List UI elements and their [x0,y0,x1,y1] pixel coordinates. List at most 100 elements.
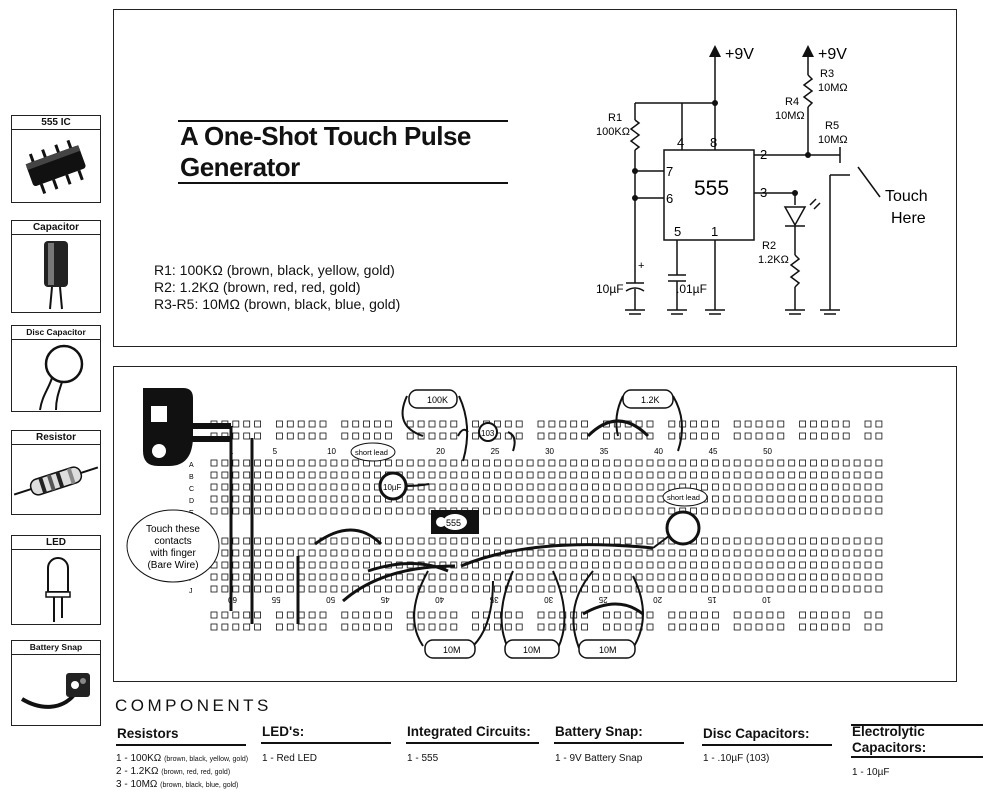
breadboard-hole [602,611,610,619]
breadboard-hole [515,471,523,479]
breadboard-hole [679,459,687,467]
breadboard-hole [243,495,251,503]
breadboard-hole [690,420,697,428]
breadboard-hole [537,471,545,479]
breadboard-hole [646,573,654,581]
breadboard-hole [515,573,523,581]
breadboard-hole [581,561,589,569]
breadboard-hole [592,561,599,569]
breadboard-hole [384,459,392,467]
breadboard-hole [472,623,480,631]
breadboard-hole [624,507,632,515]
breadboard-hole [864,573,872,581]
column-number: 40 [435,595,444,604]
breadboard-hole [722,507,730,515]
breadboard-hole [592,585,599,593]
r2-name: R2 [762,240,776,252]
breadboard-hole [810,420,817,428]
breadboard-hole [690,573,697,581]
breadboard-hole [821,573,828,581]
breadboard-hole [613,459,621,467]
breadboard-hole [875,495,883,503]
breadboard-hole [602,495,610,503]
legend-label: 555 IC [12,116,100,130]
column-number: 50 [763,447,772,456]
breadboard-hole [221,623,229,631]
resistor-10m: 10M [572,570,644,659]
breadboard-hole [395,573,403,581]
breadboard-hole [777,585,785,593]
breadboard-hole [493,459,501,467]
touch-label: Touch [885,188,928,205]
breadboard-hole [472,561,480,569]
col-rule [406,742,539,744]
breadboard-hole [537,495,545,503]
breadboard-hole [428,537,436,545]
breadboard-hole [286,537,294,545]
breadboard-hole [602,623,610,631]
breadboard-hole [777,471,785,479]
breadboard-hole [537,549,545,557]
breadboard-hole [722,573,730,581]
breadboard-hole [384,507,392,515]
breadboard-hole [352,495,360,503]
breadboard-hole [363,623,371,631]
breadboard-hole [701,507,708,515]
pin-label: 5 [674,224,681,239]
breadboard-hole [733,623,741,631]
breadboard-hole [613,561,621,569]
breadboard-hole [668,432,676,440]
r1-name: R1 [608,112,622,124]
breadboard-hole [701,537,708,545]
breadboard-hole [341,611,349,619]
breadboard-hole [308,420,316,428]
breadboard-hole [592,495,599,503]
breadboard-hole [821,432,828,440]
breadboard-hole [755,585,763,593]
breadboard-hole [221,495,229,503]
breadboard-hole [319,420,327,428]
breadboard-hole [635,459,643,467]
breadboard-hole [254,507,262,515]
breadboard-hole [548,471,556,479]
breadboard-hole [744,623,752,631]
breadboard-hole [712,471,719,479]
breadboard-hole [483,459,490,467]
breadboard-hole [722,471,730,479]
breadboard-hole [428,549,436,557]
breadboard-hole [526,537,534,545]
breadboard-hole [788,471,796,479]
short-lead-callout: short lead [350,442,396,462]
breadboard-hole [374,623,381,631]
breadboard-hole [395,537,403,545]
breadboard-hole [821,420,828,428]
breadboard-hole [275,495,283,503]
list-item: 1 - 555 [407,753,439,764]
list-item: 1 - 9V Battery Snap [555,753,643,764]
breadboard-hole [308,432,316,440]
breadboard-hole [592,483,599,491]
breadboard-hole [254,585,262,593]
breadboard-hole [493,561,501,569]
breadboard-hole [722,561,730,569]
col-title-line: Capacitors: [852,740,927,755]
schematic-panel [113,9,957,347]
breadboard-hole [384,432,392,440]
breadboard-hole [570,561,578,569]
breadboard-hole [297,549,305,557]
breadboard-hole [504,561,512,569]
breadboard-hole [352,507,360,515]
breadboard-hole [570,549,578,557]
breadboard-hole [701,420,708,428]
breadboard-hole [602,471,610,479]
breadboard-hole [712,537,719,545]
breadboard-hole [221,549,229,557]
breadboard-hole [515,623,523,631]
breadboard-hole [559,483,567,491]
breadboard-hole [548,483,556,491]
legend-card-capacitor: Capacitor [11,220,101,313]
breadboard-hole [493,611,501,619]
led-icon [45,557,71,622]
breadboard-hole [330,483,338,491]
breadboard-hole [875,507,883,515]
